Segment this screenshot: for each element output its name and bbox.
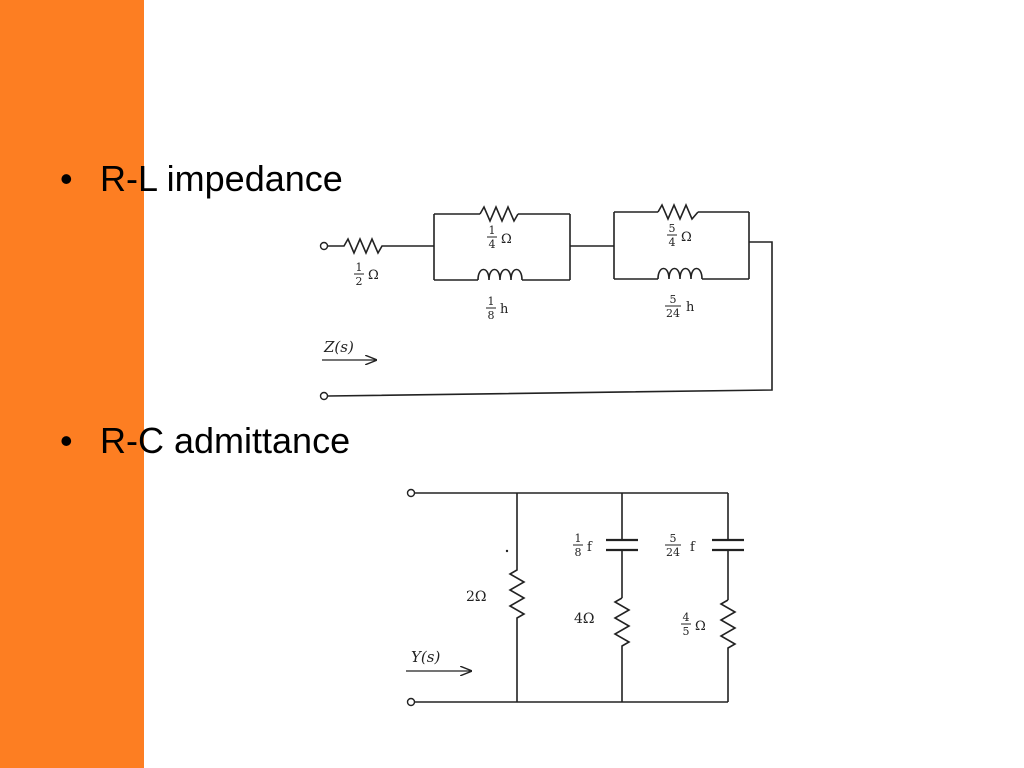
svg-text:f: f (587, 540, 593, 555)
svg-text:5: 5 (670, 293, 677, 306)
rc-branch2-resistor-label: 4 5 Ω (681, 611, 706, 638)
svg-text:1: 1 (488, 295, 495, 308)
rl-stage2-inductor-label: 5 24 h (665, 293, 695, 320)
svg-text:5: 5 (670, 532, 677, 545)
rc-branch2-capacitor (712, 538, 744, 552)
rl-stage2-frame (613, 211, 750, 280)
rl-stage1-resistor-label: 1 4 Ω (487, 224, 512, 251)
bullet-text: R-C admittance (100, 420, 351, 461)
rl-series-resistor (328, 236, 434, 256)
rl-stage1-frame (433, 213, 571, 281)
rc-branch2-capacitor-label: 5 24 f (665, 532, 696, 559)
svg-text:1: 1 (356, 261, 363, 274)
rc-branch1-capacitor-label: 1 8 f (573, 532, 593, 559)
rl-stage2-inductor (657, 267, 703, 280)
accent-bar (0, 0, 144, 768)
svg-text:Ω: Ω (681, 230, 692, 245)
rc-shunt-resistor (508, 493, 526, 702)
rc-port-label: Y(s) (411, 648, 440, 666)
svg-text:Ω: Ω (501, 232, 512, 247)
rl-stage1-inductor-label: 1 8 h (486, 295, 509, 322)
svg-text:Ω: Ω (695, 619, 706, 634)
bullet-rl-impedance: • R-L impedance (60, 161, 343, 197)
rl-stage2-resistor-label: 5 4 Ω (667, 222, 692, 249)
rc-input-terminal-bottom (406, 697, 416, 707)
bullet-marker: • (60, 420, 73, 461)
rl-series-resistor-label: 1 2 Ω (354, 261, 379, 288)
rl-input-terminal-top (319, 241, 329, 251)
bullet-rc-admittance: • R-C admittance (60, 423, 350, 459)
svg-text:h: h (500, 302, 509, 317)
rl-input-terminal-bottom (319, 391, 329, 401)
svg-text:5: 5 (669, 222, 676, 235)
rl-stage2-resistor (657, 202, 699, 222)
rl-return-wire (327, 241, 773, 397)
rc-branch1-resistor (613, 597, 631, 702)
rc-dot-mark (505, 549, 509, 553)
svg-text:4: 4 (683, 611, 690, 624)
rc-branch1-capacitor (606, 538, 638, 552)
rc-branch2-resistor (719, 599, 737, 702)
svg-text:8: 8 (575, 546, 582, 559)
svg-text:2: 2 (356, 275, 363, 288)
svg-text:24: 24 (666, 546, 680, 559)
rc-input-terminal-top (406, 488, 416, 498)
svg-text:5: 5 (683, 625, 690, 638)
bullet-text: R-L impedance (100, 158, 343, 199)
rc-shunt-resistor-label: 2Ω (466, 589, 487, 605)
svg-text:4: 4 (489, 238, 496, 251)
rl-stage1-inductor (477, 268, 523, 281)
rl-stage1-resistor (479, 204, 519, 224)
svg-text:4: 4 (669, 236, 676, 249)
svg-text:Ω: Ω (368, 268, 379, 283)
rl-impedance-circuit: 1 2 Ω 1 4 Ω 1 8 h (319, 202, 773, 401)
bullet-marker: • (60, 158, 73, 199)
svg-text:24: 24 (666, 307, 680, 320)
svg-text:1: 1 (575, 532, 582, 545)
rl-port-label: Z(s) (323, 338, 354, 356)
rc-branch1-resistor-label: 4Ω (574, 611, 595, 627)
svg-text:8: 8 (488, 309, 495, 322)
svg-text:f: f (690, 540, 696, 555)
svg-text:h: h (686, 300, 695, 315)
svg-text:1: 1 (489, 224, 496, 237)
rc-admittance-circuit: 2Ω 1 8 f 4Ω 5 24 f 4 (406, 488, 744, 707)
